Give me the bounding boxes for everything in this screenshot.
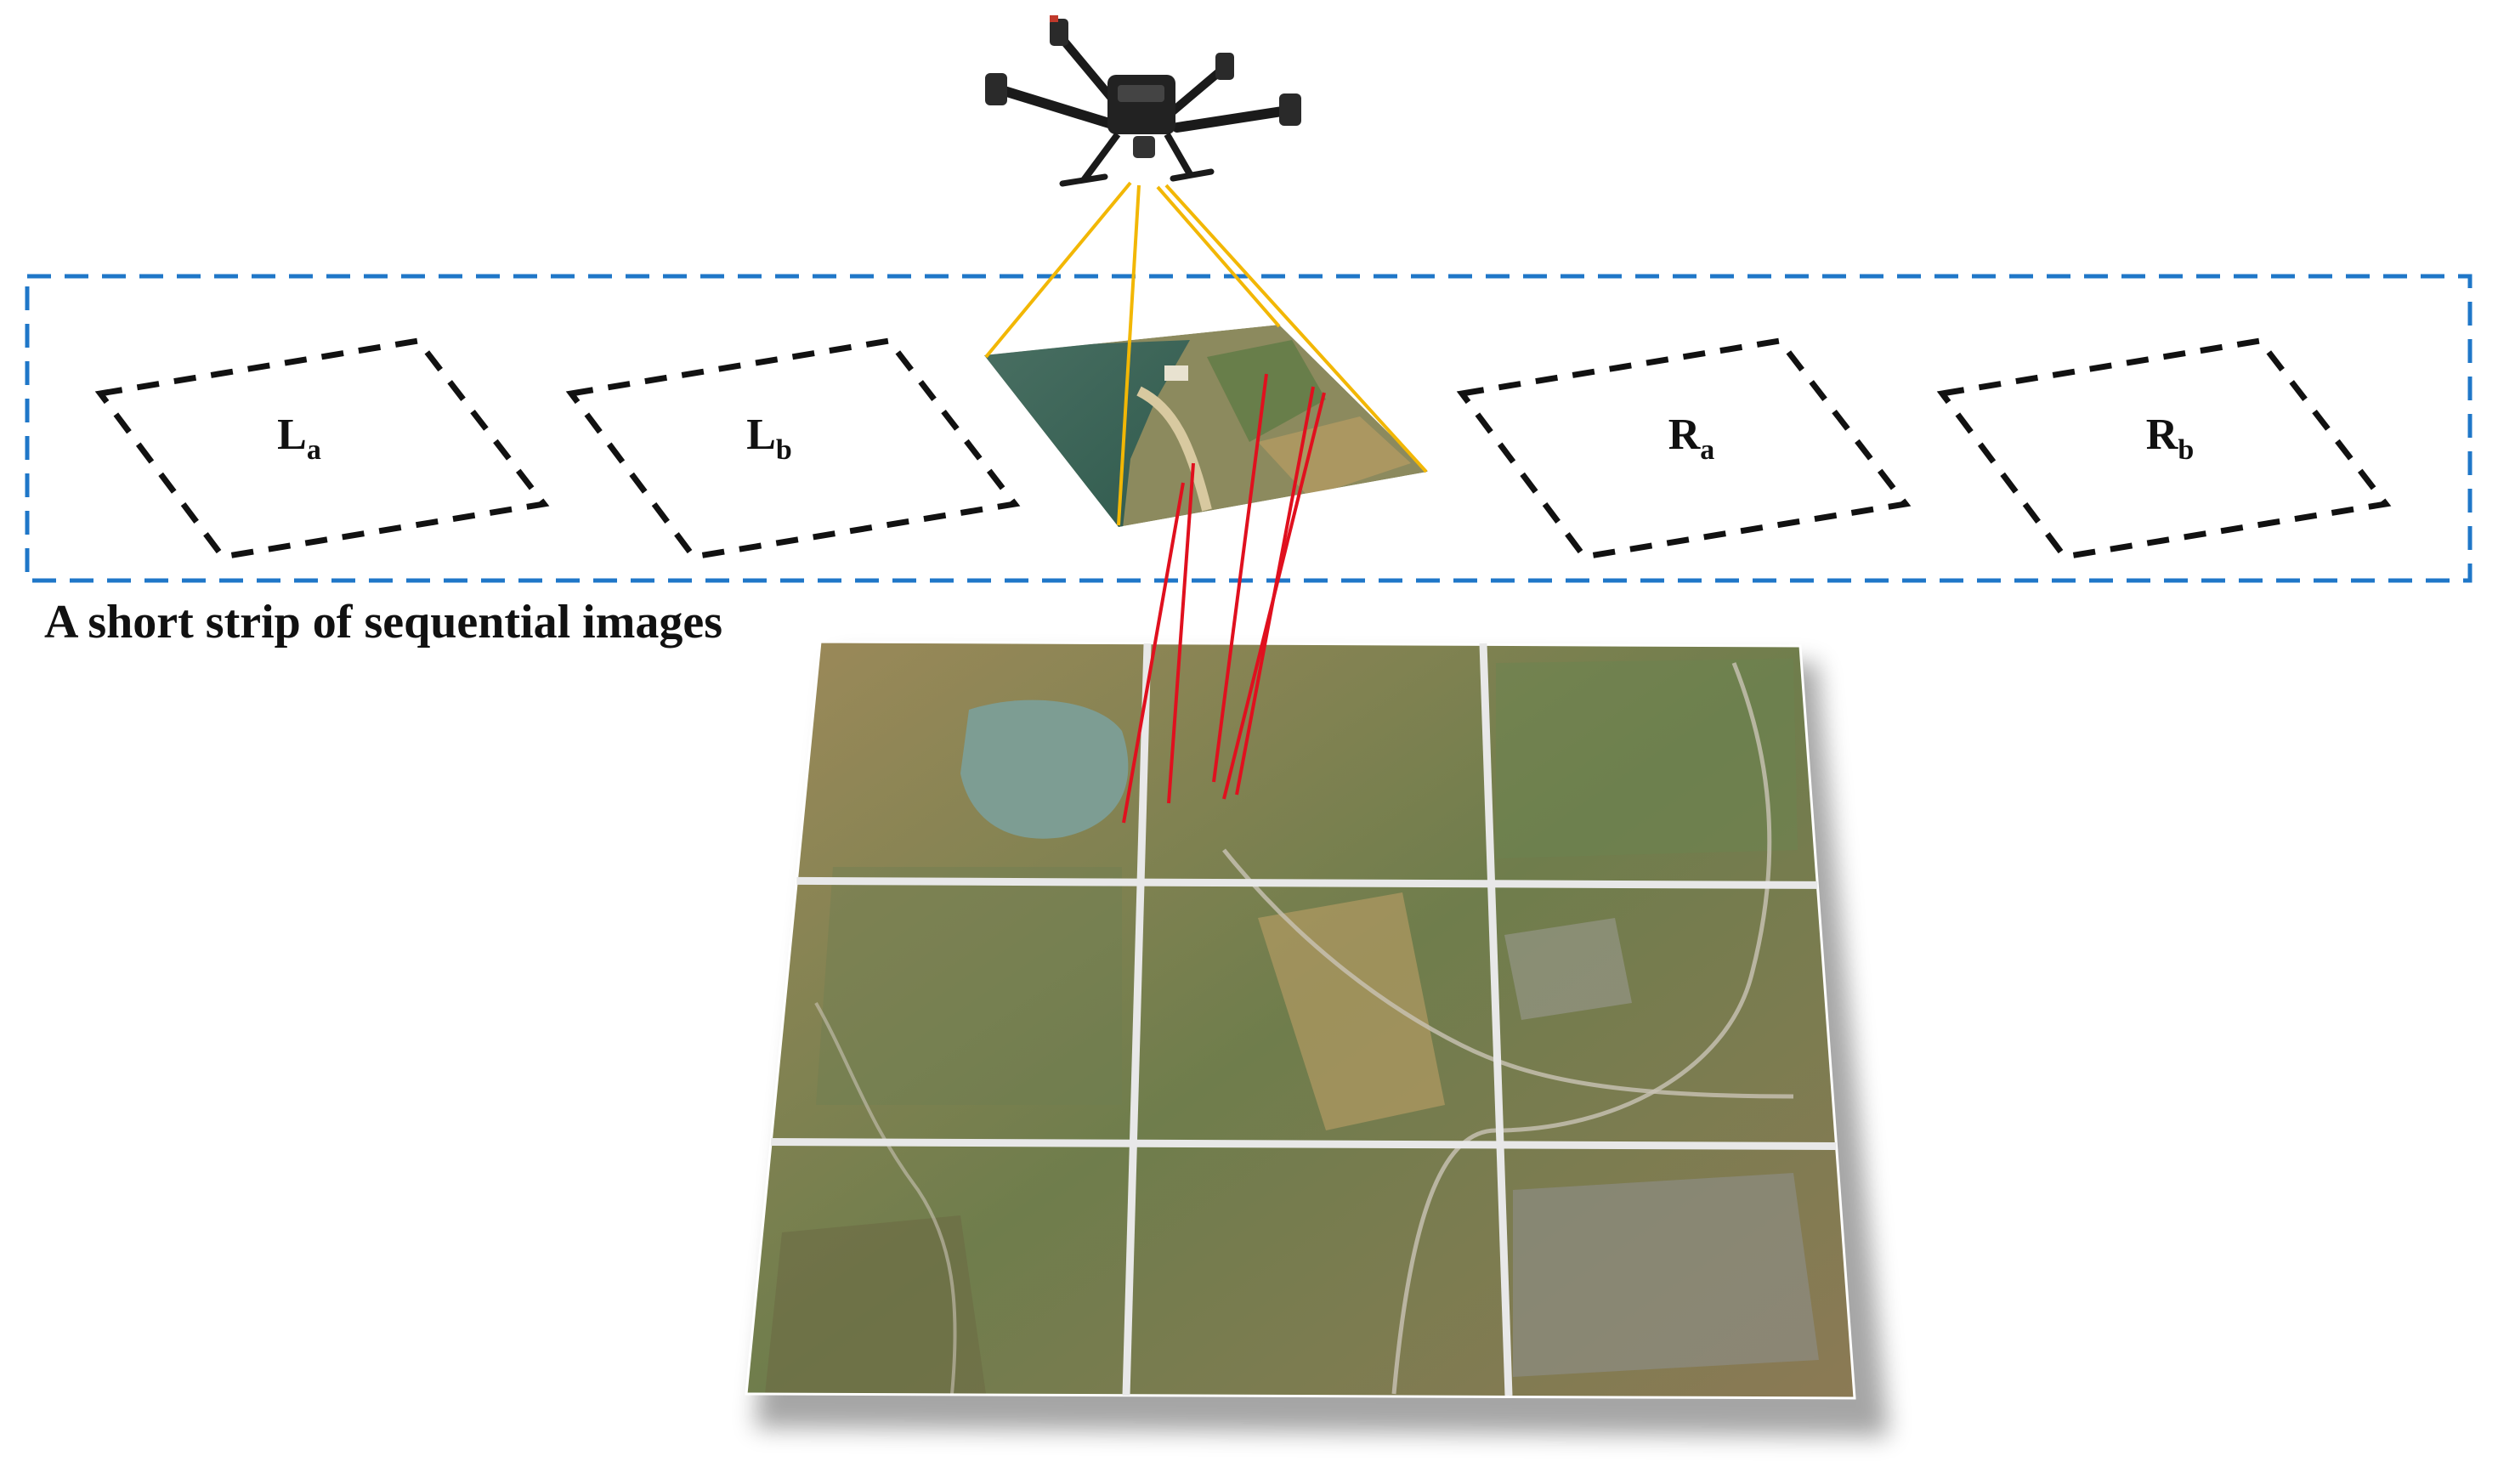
grid-col-line-2 bbox=[1479, 643, 1513, 1396]
frame-label-la: La bbox=[277, 411, 321, 466]
tile-grid bbox=[771, 643, 1837, 1396]
frame-label-lb: Lb bbox=[746, 411, 792, 466]
grid-row-line-2 bbox=[771, 1138, 1837, 1151]
drone-icon bbox=[985, 15, 1301, 187]
satellite-map bbox=[745, 640, 1889, 1436]
grid-row-line-1 bbox=[796, 876, 1818, 889]
strip-caption: A short strip of sequential images bbox=[44, 596, 722, 649]
match-lines bbox=[1122, 373, 1326, 824]
frame-label-ra: Ra bbox=[1668, 411, 1715, 466]
frame-rb bbox=[1936, 337, 2392, 560]
captured-image bbox=[984, 325, 1428, 527]
view-rays bbox=[984, 181, 1428, 526]
frame-label-rb: Rb bbox=[2146, 411, 2194, 466]
strip-border bbox=[25, 274, 2473, 583]
grid-col-line-1 bbox=[1122, 643, 1152, 1396]
frame-group: La Lb Ra Rb bbox=[94, 337, 2392, 560]
frame-la bbox=[94, 337, 550, 560]
frame-ra bbox=[1456, 337, 1912, 560]
frame-lb bbox=[565, 337, 1021, 560]
